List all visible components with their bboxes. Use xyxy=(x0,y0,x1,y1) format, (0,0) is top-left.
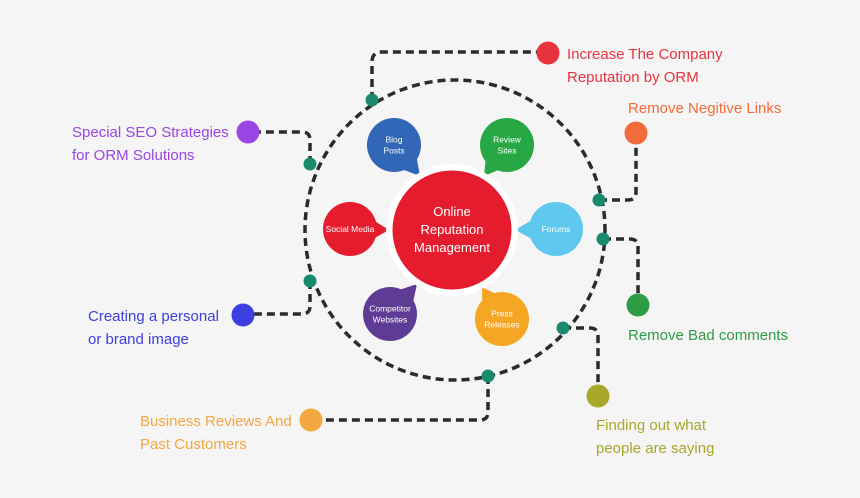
label-line: Remove Bad comments xyxy=(628,327,788,344)
label-line: Online xyxy=(433,204,471,219)
outcome-dot-business-reviews xyxy=(299,408,323,432)
petal-social-media: Social Media xyxy=(323,202,389,256)
connector-personal-brand xyxy=(243,281,312,316)
petal-body xyxy=(480,118,534,172)
outcome-label-remove-bad-comments: Remove Bad comments xyxy=(628,327,788,344)
petal-label: Social Media xyxy=(326,224,375,234)
petal-label: Forums xyxy=(542,224,571,234)
label-line: Increase The Company xyxy=(567,46,723,63)
ring-junction-dot xyxy=(556,321,570,335)
outcome-label-finding-out: Finding out what people are saying xyxy=(596,417,714,457)
label-line: Creating a personal xyxy=(88,308,219,325)
label-line: Reputation by ORM xyxy=(567,69,699,86)
center-hub-circle xyxy=(389,167,515,293)
outcome-dot-increase-reputation xyxy=(536,41,560,65)
label-line: Blog xyxy=(385,135,402,145)
label-line: Social Media xyxy=(326,224,375,234)
label-line: Finding out what xyxy=(596,417,707,434)
connector-increase-reputation xyxy=(370,50,547,100)
label-line: Competitor xyxy=(369,304,411,314)
outer-ring xyxy=(303,78,607,382)
connectors xyxy=(243,50,640,422)
label-line: Releases xyxy=(484,320,519,330)
label-line: Review xyxy=(493,135,522,145)
ring-junction-dot xyxy=(303,157,317,171)
connector-finding-out xyxy=(563,326,600,395)
petal-body xyxy=(475,292,529,346)
petal-body xyxy=(363,287,417,341)
petal-body xyxy=(323,202,377,256)
ring-junction-dot xyxy=(596,232,610,246)
petal-forums: Forums xyxy=(515,202,583,256)
outcome-dots xyxy=(231,41,650,432)
label-line: Past Customers xyxy=(140,436,247,453)
connector-seo-strategies xyxy=(248,130,312,164)
label-line: Reputation xyxy=(421,222,484,237)
connector-business-reviews xyxy=(311,376,490,422)
label-line: Forums xyxy=(542,224,571,234)
label-line: Websites xyxy=(373,315,408,325)
outcome-dot-seo-strategies xyxy=(236,120,260,144)
ring-junction-dot xyxy=(365,93,379,107)
label-line: Posts xyxy=(383,146,404,156)
ring-junction-dot xyxy=(592,193,606,207)
label-line: Sites xyxy=(498,146,517,156)
outcome-dot-remove-negative-links xyxy=(624,121,648,145)
label-line: people are saying xyxy=(596,440,714,457)
petal-body xyxy=(529,202,583,256)
connector-remove-negative-links xyxy=(599,134,638,202)
petal-body xyxy=(367,118,421,172)
outcome-dot-personal-brand xyxy=(231,303,255,327)
label-line: Remove Negitive Links xyxy=(628,100,781,117)
label-line: Special SEO Strategies xyxy=(72,124,229,141)
label-line: Management xyxy=(414,240,490,255)
outcome-dot-remove-bad-comments xyxy=(626,293,650,317)
label-line: for ORM Solutions xyxy=(72,147,195,164)
label-line: Business Reviews And xyxy=(140,413,292,430)
outcome-label-remove-negative-links: Remove Negitive Links xyxy=(628,100,781,117)
outcome-label-personal-brand: Creating a personal or brand image xyxy=(88,308,219,348)
outcome-dot-finding-out xyxy=(586,384,610,408)
ring-dots xyxy=(303,93,610,383)
label-line: or brand image xyxy=(88,331,189,348)
label-line: Press xyxy=(491,309,513,319)
connector-remove-bad-comments xyxy=(603,237,640,305)
ring-junction-dot xyxy=(481,369,495,383)
outcome-label-seo-strategies: Special SEO Strategies for ORM Solutions xyxy=(72,124,229,164)
ring-junction-dot xyxy=(303,274,317,288)
